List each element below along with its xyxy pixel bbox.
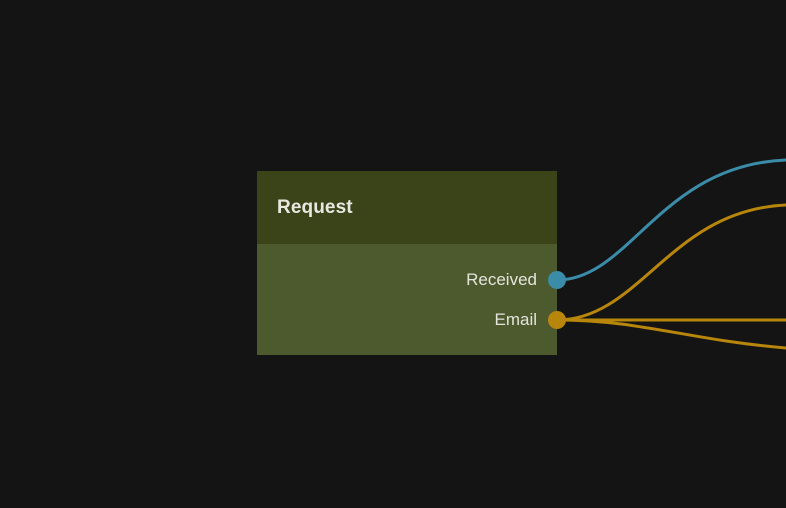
port-row-email[interactable]: Email [257, 309, 566, 331]
port-label-email: Email [494, 310, 537, 329]
port-dot-received[interactable] [548, 271, 566, 289]
edge-email-down[interactable] [555, 318, 786, 350]
node-title: Request [277, 196, 353, 218]
edge-received-up[interactable] [555, 158, 786, 282]
port-label-received: Received [466, 270, 537, 289]
edge-email-up[interactable] [555, 203, 786, 322]
node-body: Received Email [257, 244, 566, 355]
node-request[interactable]: Request Received Email [257, 171, 566, 355]
port-dot-email[interactable] [548, 311, 566, 329]
node-header[interactable]: Request [257, 171, 557, 244]
port-row-received[interactable]: Received [257, 269, 566, 291]
